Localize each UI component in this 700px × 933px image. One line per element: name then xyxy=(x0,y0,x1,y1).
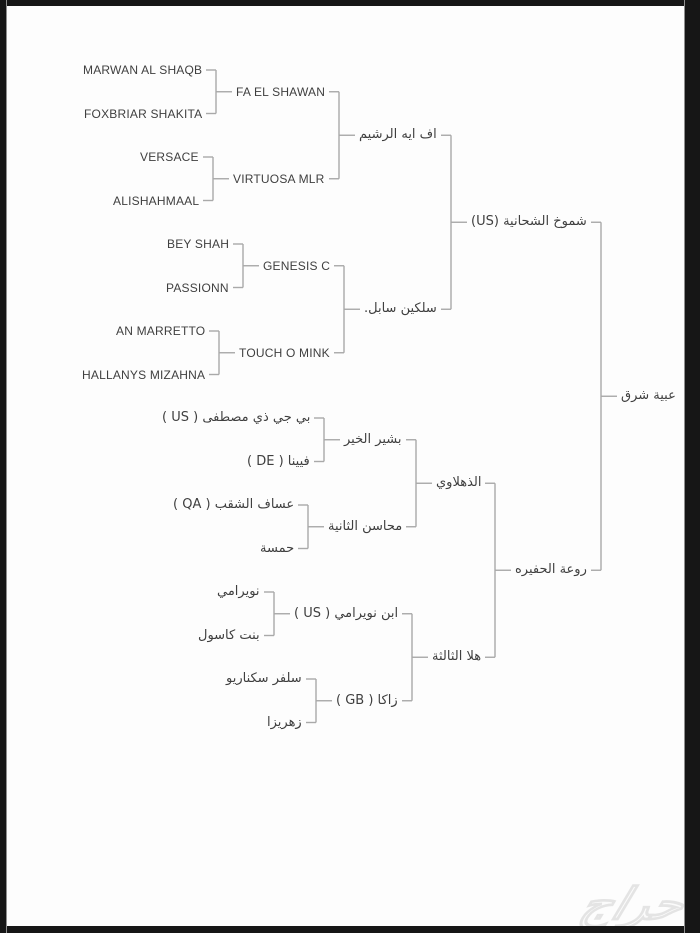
pedigree-node-label: زاكا ( GB ) xyxy=(336,692,398,708)
pedigree-node-label: FOXBRIAR SHAKITA xyxy=(84,106,203,121)
photo-border-right xyxy=(684,0,700,933)
pedigree-node-label: عبية شرق xyxy=(621,388,676,404)
pedigree-node-label: اف ايه الرشيم xyxy=(359,127,437,143)
pedigree-node-label: AN MARRETTO xyxy=(116,323,206,338)
pedigree-node-label: VERSACE xyxy=(140,149,199,164)
pedigree-node-label: TOUCH O MINK xyxy=(239,345,330,360)
photo-border-top xyxy=(0,0,700,6)
pedigree-node-label: VIRTUOSA MLR xyxy=(233,171,325,186)
pedigree-node-label: FA EL SHAWAN xyxy=(236,84,326,99)
pedigree-node-label: سلكين سابل. xyxy=(364,301,437,317)
pedigree-node-label: عساف الشقب ( QA ) xyxy=(173,497,295,513)
pedigree-node-label: ALISHAHMAAL xyxy=(113,193,200,208)
pedigree-node-label: زهريزا xyxy=(267,714,302,730)
pedigree-node-label: BEY SHAH xyxy=(167,236,230,251)
photo-border-bottom xyxy=(0,926,700,933)
pedigree-node-label: سلفر سكناريو xyxy=(226,671,302,687)
pedigree-node-label: هلا الثالثة xyxy=(432,649,482,665)
pedigree-node-label: HALLANYS MIZAHNA xyxy=(82,367,206,382)
pedigree-node-label: روعة الحفيره xyxy=(515,562,587,578)
pedigree-node-label: محاسن الثانية xyxy=(328,518,403,534)
pedigree-node-label: بي جي ذي مصطفى ( US ) xyxy=(162,410,311,426)
pedigree-node-label: نويرامي xyxy=(217,584,260,600)
haraj-watermark: حراج xyxy=(573,878,692,930)
pedigree-node-label: بشير الخير xyxy=(344,431,402,447)
pedigree-node-label: الذهلاوي xyxy=(436,475,482,491)
pedigree-node-label: حمسة xyxy=(260,540,295,556)
pedigree-node-label: فيينا ( DE ) xyxy=(247,453,310,469)
pedigree-node-label: GENESIS C xyxy=(263,258,331,273)
pedigree-node-label: MARWAN AL SHAQB xyxy=(83,62,203,77)
pedigree-node-label: بنت كاسول xyxy=(198,627,260,643)
pedigree-node-label: شموخ الشحانية (US) xyxy=(471,214,587,230)
pedigree-node-label: PASSIONN xyxy=(166,280,229,295)
photo-border-left xyxy=(0,0,7,933)
pedigree-node-label: ابن نويرامي ( US ) xyxy=(294,605,399,621)
